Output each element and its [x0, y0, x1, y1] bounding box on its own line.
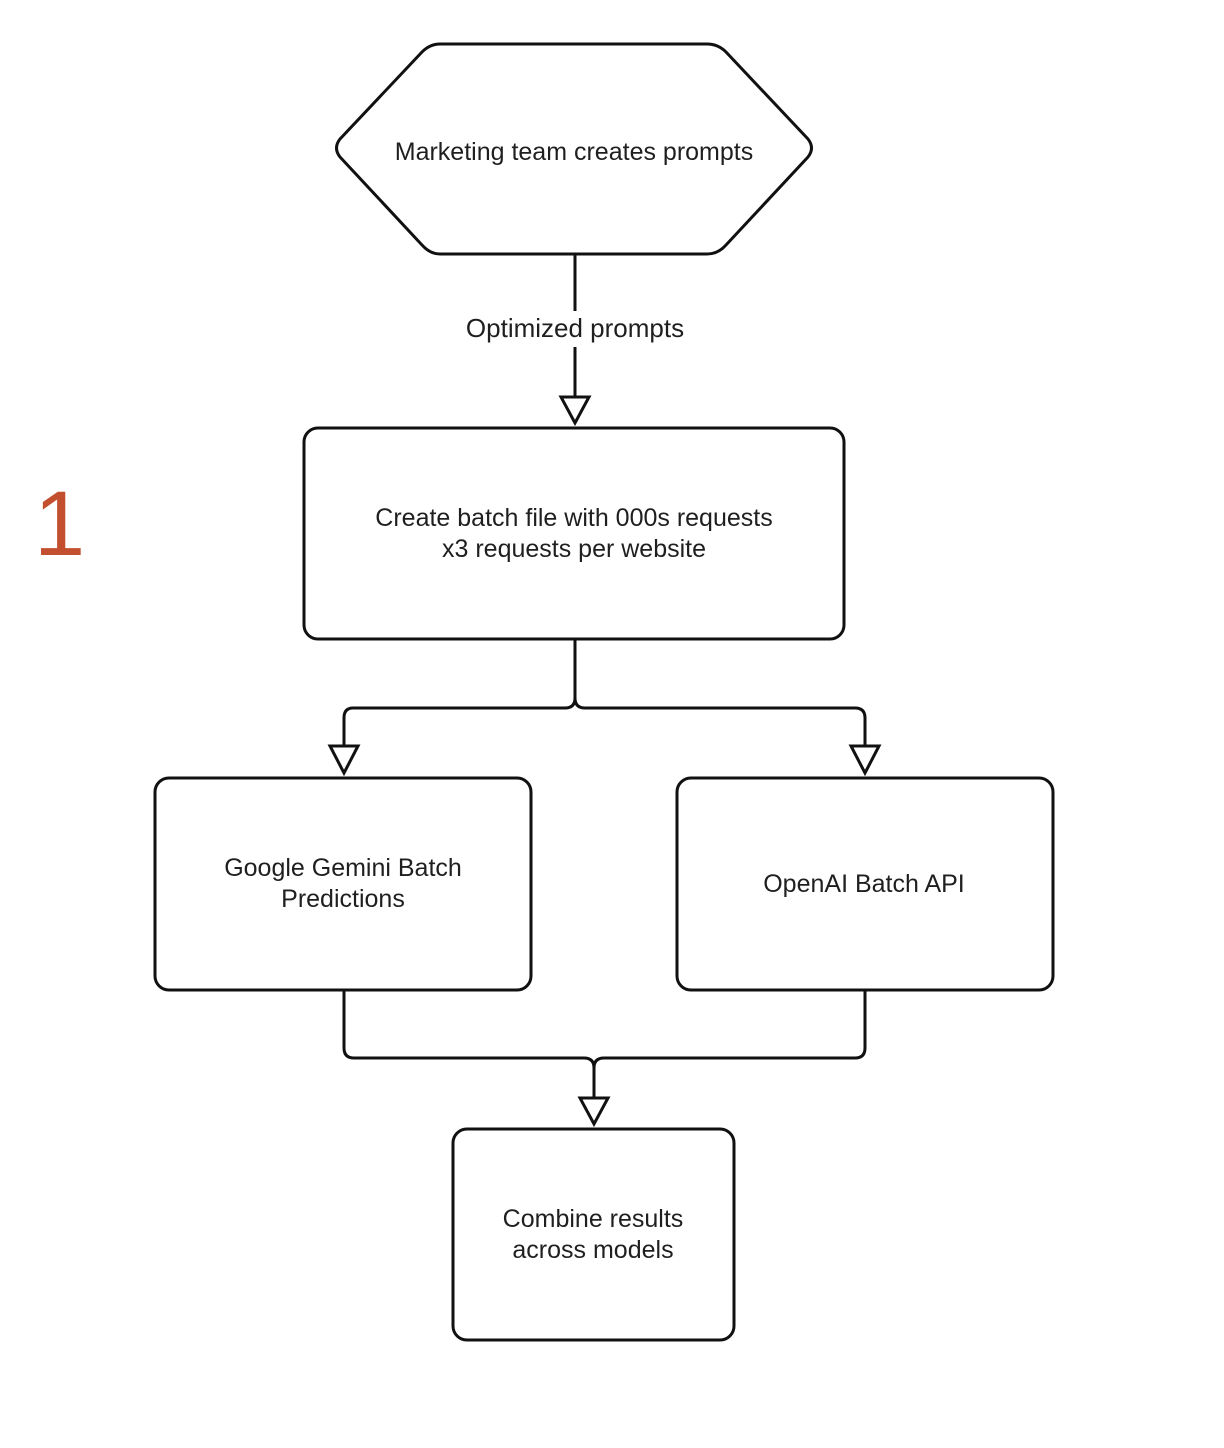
arrowhead-into-gemini: [327, 744, 361, 777]
batch-file-node: [302, 426, 846, 641]
start-node-hexagon: [335, 42, 813, 256]
gemini-label-line-2: Predictions: [281, 885, 405, 913]
edge-label-optimized-prompts: Optimized prompts: [466, 313, 684, 343]
arrowhead-into-batch-file: [558, 395, 592, 427]
start-node-label: Marketing team creates prompts: [395, 138, 753, 166]
batch-file-label-line-2: x3 requests per website: [442, 535, 706, 563]
arrowhead-into-openai: [848, 744, 882, 777]
batch-file-label-line-1: Create batch file with 000s requests: [375, 504, 772, 532]
arrowhead-into-combine: [577, 1096, 611, 1128]
combine-node: [451, 1127, 736, 1342]
edge-batch-file-trunk: [342, 638, 577, 748]
gemini-node: [153, 776, 533, 992]
edge-batch-file-to-openai: [573, 696, 867, 748]
step-number: 1: [34, 473, 86, 575]
combine-label-line-1: Combine results: [503, 1205, 684, 1233]
combine-label-line-2: across models: [512, 1236, 673, 1264]
gemini-label-line-1: Google Gemini Batch: [224, 854, 462, 882]
openai-node: [675, 776, 1055, 992]
openai-label: OpenAI Batch API: [763, 870, 965, 898]
edge-gemini-to-combine: [342, 988, 596, 1100]
edge-label-background: [445, 311, 705, 347]
edge-openai-to-combine: [592, 988, 867, 1070]
